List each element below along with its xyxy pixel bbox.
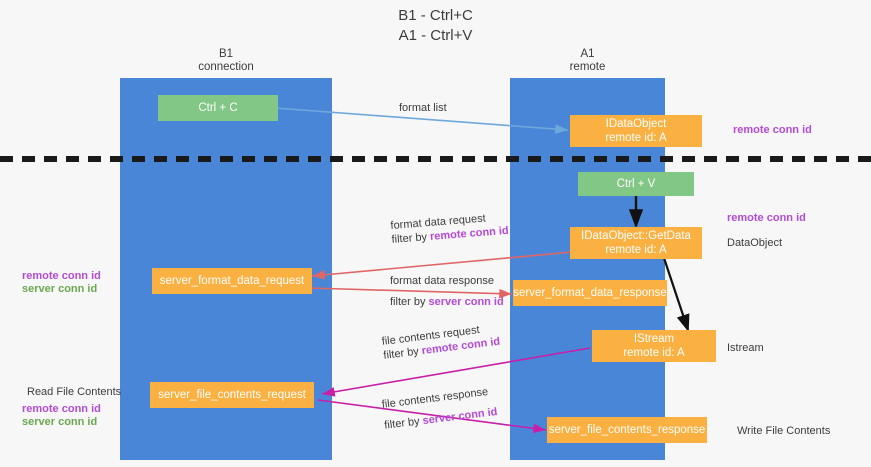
box-server-format-data-request[interactable]: server_format_data_request bbox=[152, 268, 312, 294]
edge-getdata-to-istream bbox=[662, 257, 690, 333]
box-ctrl-c-label: Ctrl + C bbox=[198, 102, 238, 114]
box-istream-line1: IStream bbox=[633, 333, 675, 345]
box-getdata-line1: IDataObject::GetData bbox=[581, 230, 691, 242]
box-ctrl-v[interactable]: Ctrl + V bbox=[578, 172, 694, 196]
box-server-file-contents-response-label: server_file_contents_response bbox=[548, 424, 706, 436]
column-header-b1-name: B1 bbox=[218, 48, 234, 60]
box-server-format-data-response[interactable]: server_format_data_response bbox=[513, 280, 667, 306]
box-server-format-data-request-label: server_format_data_request bbox=[159, 275, 305, 287]
label-format-list: format list bbox=[399, 102, 447, 114]
label-file-contents-response: file contents response filter by server … bbox=[381, 384, 498, 433]
box-istream[interactable]: IStream remote id: A bbox=[592, 330, 716, 362]
box-idataobject-line2: remote id: A bbox=[605, 132, 667, 144]
column-header-b1: B1 connection bbox=[120, 48, 332, 74]
filter-key-server-conn-id: server conn id bbox=[421, 405, 499, 428]
box-server-file-contents-request-label: server_file_contents_request bbox=[158, 389, 306, 401]
title-line-2: A1 - Ctrl+V bbox=[398, 27, 473, 44]
label-file-contents-request: file contents request filter by remote c… bbox=[381, 321, 501, 363]
label-format-data-response-filter: filter by server conn id bbox=[390, 295, 504, 309]
side-label-dataobject: DataObject bbox=[727, 237, 783, 249]
side-label-remote-conn-id-mid: remote conn id bbox=[727, 212, 806, 224]
column-header-a1: A1 remote bbox=[510, 48, 665, 74]
title-line-1: B1 - Ctrl+C bbox=[398, 7, 473, 24]
filter-key-server-conn-id: server conn id bbox=[428, 296, 504, 308]
box-server-format-data-response-label: server_format_data_response bbox=[513, 287, 667, 299]
box-server-file-contents-request[interactable]: server_file_contents_request bbox=[150, 382, 314, 408]
side-label-remote-conn-id-top: remote conn id bbox=[733, 124, 812, 136]
filter-prefix: filter by bbox=[391, 230, 431, 246]
filter-prefix: filter by bbox=[390, 296, 429, 308]
box-ctrl-v-label: Ctrl + V bbox=[616, 178, 656, 190]
box-idataobject[interactable]: IDataObject remote id: A bbox=[570, 115, 702, 147]
side-label-left-server-conn-id-2: server conn id bbox=[22, 416, 98, 428]
side-label-read-file-contents: Read File Contents bbox=[27, 386, 122, 398]
side-label-left-remote-conn-id: remote conn id bbox=[22, 270, 101, 282]
label-format-data-response: format data response filter by server co… bbox=[390, 274, 504, 309]
box-idataobject-getdata[interactable]: IDataObject::GetData remote id: A bbox=[570, 227, 702, 259]
side-label-write-file-contents: Write File Contents bbox=[737, 425, 831, 437]
box-idataobject-line1: IDataObject bbox=[605, 118, 667, 130]
separator-dashed-line bbox=[0, 156, 871, 162]
box-ctrl-c[interactable]: Ctrl + C bbox=[158, 95, 278, 121]
column-header-a1-sub: remote bbox=[569, 61, 606, 73]
label-format-data-response-text: format data response bbox=[390, 275, 494, 287]
column-header-b1-sub: connection bbox=[198, 61, 254, 73]
box-istream-line2: remote id: A bbox=[623, 347, 685, 359]
side-label-istream: Istream bbox=[727, 342, 764, 354]
box-server-file-contents-response[interactable]: server_file_contents_response bbox=[547, 417, 707, 443]
column-header-a1-name: A1 bbox=[580, 48, 595, 60]
label-format-data-request: format data request filter by remote con… bbox=[390, 210, 509, 247]
side-label-left-server-conn-id: server conn id bbox=[22, 283, 98, 295]
filter-prefix: filter by bbox=[382, 345, 423, 362]
side-label-left-remote-conn-id-2: remote conn id bbox=[22, 403, 101, 415]
filter-prefix: filter by bbox=[383, 415, 424, 432]
diagram-title: B1 - Ctrl+C A1 - Ctrl+V bbox=[0, 6, 871, 46]
box-getdata-line2: remote id: A bbox=[605, 244, 667, 256]
